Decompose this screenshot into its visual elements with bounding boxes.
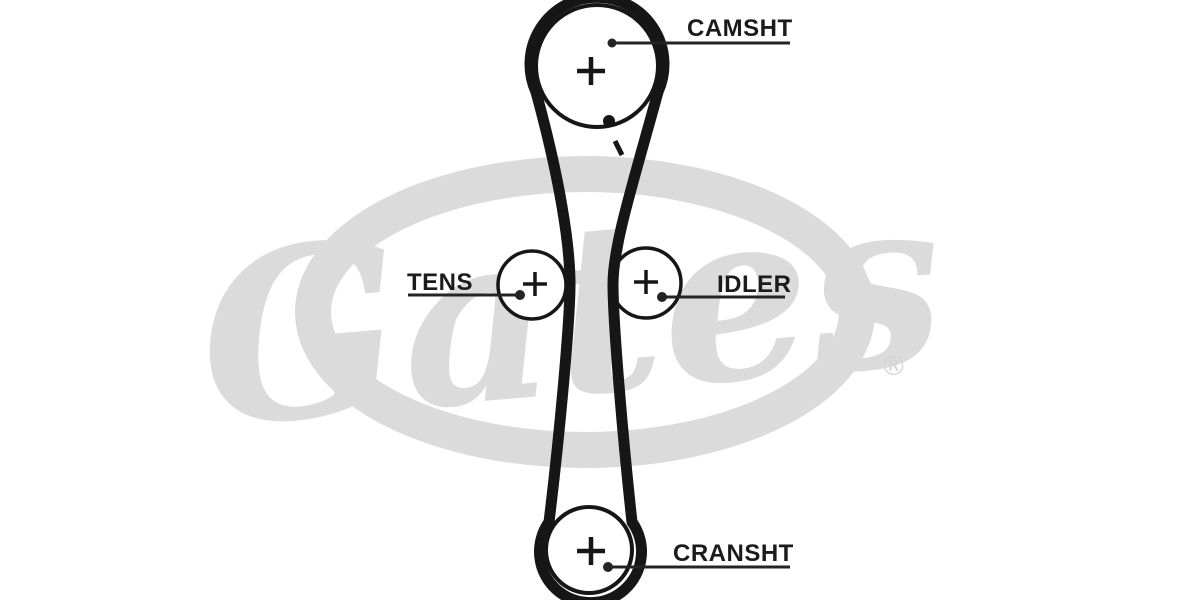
gates-watermark: Gates ®: [189, 141, 954, 481]
timing-belt: [524, 0, 670, 600]
registered-trademark-icon: ®: [880, 351, 907, 382]
tensioner-cross-mark: [523, 272, 547, 296]
idler-label: IDLER: [717, 271, 792, 298]
idler-leader-dot: [657, 292, 667, 302]
camshaft-timing-dot: [603, 115, 615, 127]
idler-cross-mark: [634, 270, 658, 294]
camshaft-label: CAMSHT: [687, 15, 793, 42]
camshaft-timing-tick: [612, 139, 625, 157]
camshaft-cross-mark: [577, 57, 605, 85]
camshaft-pulley: [534, 3, 660, 129]
crankshaft-cross-mark: [577, 537, 605, 565]
crankshaft-leader-dot: [603, 562, 613, 572]
tensioner-label: TENS: [407, 269, 473, 296]
gates-logo-oval: [295, 156, 875, 468]
crankshaft-label: CRANSHT: [673, 540, 794, 567]
leader-lines: [408, 38, 790, 572]
tensioner-leader-dot: [515, 290, 525, 300]
camshaft-leader-dot: [607, 38, 617, 48]
